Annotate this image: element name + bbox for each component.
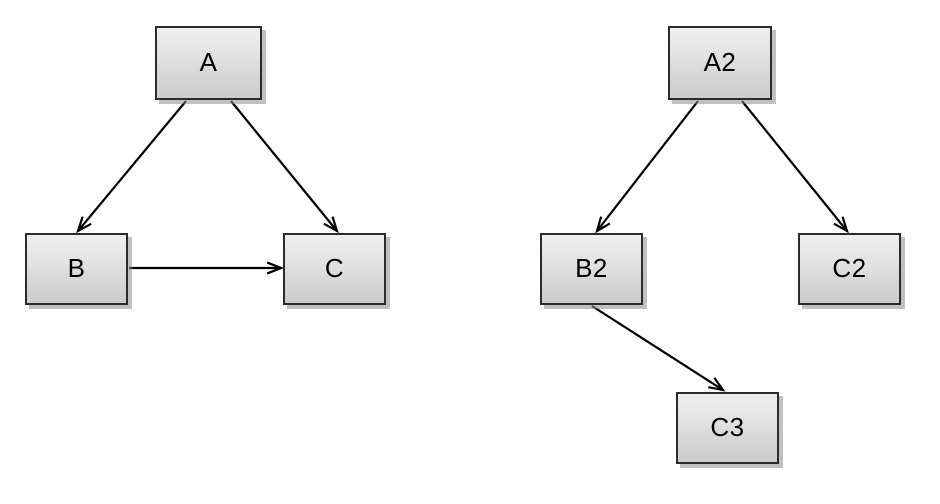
edge-b2-to-c3[interactable] (591, 305, 726, 392)
node-a2[interactable]: A2 (668, 26, 772, 100)
edge-line (591, 305, 724, 391)
arrowhead-icon (266, 261, 284, 275)
node-label: A (199, 47, 218, 77)
edge-line (741, 100, 848, 232)
edge-line (230, 100, 338, 232)
edge-line (596, 100, 699, 232)
arrowhead-icon (708, 377, 726, 392)
edge-a2-to-b2[interactable] (595, 100, 699, 234)
arrowhead-icon (76, 216, 92, 234)
arrowhead-icon (323, 216, 339, 234)
edge-a2-to-c2[interactable] (741, 100, 849, 234)
edge-line (77, 100, 187, 232)
node-label: C3 (710, 412, 745, 442)
node-c3[interactable]: C3 (676, 392, 779, 464)
node-a[interactable]: A (155, 26, 262, 100)
node-label: B (67, 253, 86, 283)
node-b[interactable]: B (25, 233, 128, 305)
node-c[interactable]: C (283, 233, 386, 305)
node-label: B2 (575, 253, 608, 283)
edge-b-to-c[interactable] (129, 261, 284, 275)
edge-a-to-c[interactable] (230, 100, 339, 234)
node-label: A2 (703, 47, 737, 77)
node-label: C (324, 253, 345, 283)
node-c2[interactable]: C2 (798, 233, 901, 305)
arrowhead-icon (595, 216, 611, 234)
node-b2[interactable]: B2 (540, 233, 643, 305)
edge-a-to-b[interactable] (76, 100, 187, 234)
node-label: C2 (832, 253, 867, 283)
arrowhead-icon (833, 216, 849, 234)
